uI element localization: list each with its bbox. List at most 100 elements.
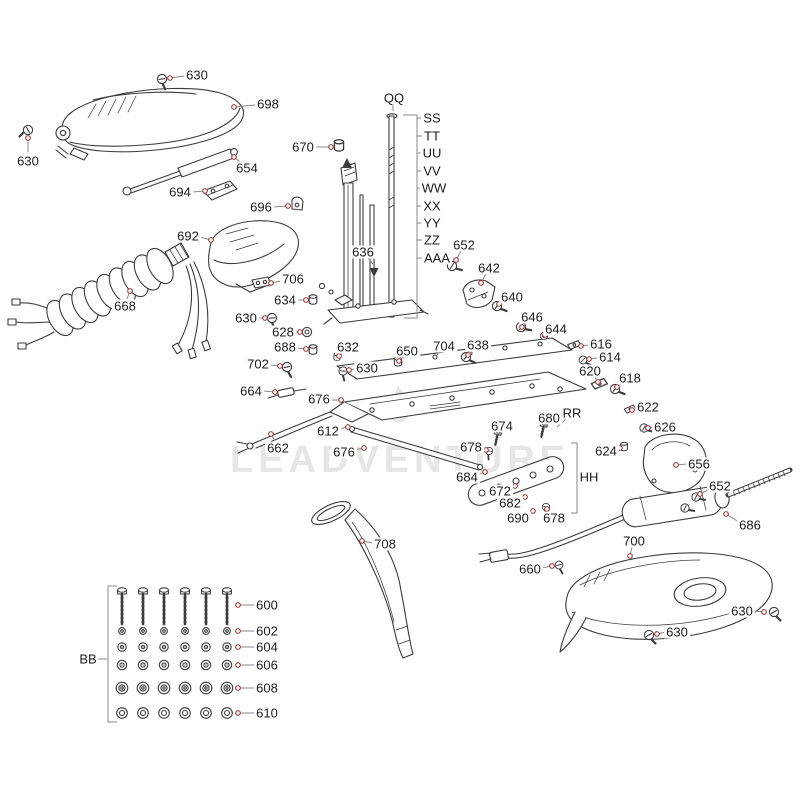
callout-638[interactable]: 638 bbox=[465, 337, 491, 353]
callout-646[interactable]: 646 bbox=[519, 309, 545, 325]
screw-icon bbox=[768, 606, 782, 622]
flat-washer-large-icon bbox=[221, 707, 233, 719]
callout-QQ[interactable]: QQ bbox=[381, 90, 407, 106]
callout-678[interactable]: 678 bbox=[541, 510, 567, 526]
callout-660[interactable]: 660 bbox=[517, 561, 543, 577]
bushing-icon bbox=[333, 139, 345, 152]
callout-SS[interactable]: SS bbox=[421, 110, 443, 126]
clamp-drawing bbox=[291, 196, 304, 211]
callout-618[interactable]: 618 bbox=[617, 370, 643, 386]
callout-698[interactable]: 698 bbox=[255, 96, 281, 112]
callout-ZZ[interactable]: ZZ bbox=[422, 232, 442, 248]
callout-708[interactable]: 708 bbox=[372, 536, 398, 552]
callout-YY[interactable]: YY bbox=[421, 215, 443, 231]
flange-nut-icon bbox=[220, 681, 234, 695]
callout-626[interactable]: 626 bbox=[652, 419, 678, 435]
callout-622[interactable]: 622 bbox=[635, 399, 661, 415]
callout-662[interactable]: 662 bbox=[265, 440, 291, 456]
callout-652[interactable]: 652 bbox=[451, 237, 477, 253]
callout-700[interactable]: 700 bbox=[621, 533, 647, 549]
callout-676[interactable]: 676 bbox=[331, 444, 357, 460]
callout-670[interactable]: 670 bbox=[290, 139, 316, 155]
callout-628[interactable]: 628 bbox=[270, 324, 296, 340]
callout-674[interactable]: 674 bbox=[489, 418, 515, 434]
washer-dot-icon bbox=[116, 659, 128, 671]
washer-dot-icon bbox=[137, 659, 149, 671]
screw-icon bbox=[279, 360, 296, 378]
callout-TT[interactable]: TT bbox=[422, 128, 442, 144]
callout-676[interactable]: 676 bbox=[306, 391, 332, 407]
callout-704[interactable]: 704 bbox=[431, 338, 457, 354]
head-cover-drawing bbox=[55, 87, 245, 161]
callout-694[interactable]: 694 bbox=[167, 184, 193, 200]
callout-630[interactable]: 630 bbox=[664, 624, 690, 640]
callout-634[interactable]: 634 bbox=[272, 292, 298, 308]
flat-washer-large-icon bbox=[116, 707, 128, 719]
callout-610[interactable]: 610 bbox=[254, 705, 280, 721]
flat-washer-large-icon bbox=[158, 707, 170, 719]
callout-650[interactable]: 650 bbox=[394, 343, 420, 359]
callout-640[interactable]: 640 bbox=[499, 289, 525, 305]
callout-644[interactable]: 644 bbox=[543, 321, 569, 337]
callout-630[interactable]: 630 bbox=[184, 67, 210, 83]
callout-672[interactable]: 672 bbox=[487, 483, 513, 499]
callout-UU[interactable]: UU bbox=[420, 145, 444, 161]
callout-RR[interactable]: RR bbox=[560, 405, 584, 421]
callout-612[interactable]: 612 bbox=[315, 423, 341, 439]
callout-HH[interactable]: HH bbox=[577, 469, 601, 485]
callout-XX[interactable]: XX bbox=[421, 198, 443, 214]
callout-684[interactable]: 684 bbox=[454, 469, 480, 485]
callout-642[interactable]: 642 bbox=[476, 260, 502, 276]
kit-bolt-icon bbox=[221, 586, 233, 626]
callout-BB[interactable]: BB bbox=[77, 651, 99, 667]
callout-686[interactable]: 686 bbox=[737, 517, 763, 533]
callout-692[interactable]: 692 bbox=[175, 228, 201, 244]
callout-706[interactable]: 706 bbox=[280, 271, 306, 287]
callout-602[interactable]: 602 bbox=[254, 623, 280, 639]
kit-bolt-icon bbox=[137, 586, 149, 626]
callout-620[interactable]: 620 bbox=[577, 363, 603, 379]
lower-housing-drawing bbox=[559, 552, 773, 653]
flat-washer-small-icon bbox=[160, 627, 168, 635]
callout-702[interactable]: 702 bbox=[245, 356, 271, 372]
flange-nut-icon bbox=[199, 681, 213, 695]
callout-616[interactable]: 616 bbox=[588, 336, 614, 352]
index-bracket bbox=[403, 114, 423, 319]
callout-608[interactable]: 608 bbox=[254, 680, 280, 696]
flat-washer-small-icon bbox=[139, 627, 147, 635]
mount-bracket-drawing bbox=[202, 180, 238, 201]
callout-632[interactable]: 632 bbox=[335, 339, 361, 355]
washer-icon bbox=[301, 326, 313, 338]
washer-icon bbox=[138, 642, 148, 652]
callout-630[interactable]: 630 bbox=[354, 360, 380, 376]
callout-AAA[interactable]: AAA bbox=[421, 250, 453, 266]
pivot-rod-drawing bbox=[348, 425, 484, 471]
callout-690[interactable]: 690 bbox=[505, 510, 531, 526]
callout-624[interactable]: 624 bbox=[593, 443, 619, 459]
screw-icon bbox=[18, 124, 34, 138]
callout-VV[interactable]: VV bbox=[421, 163, 443, 179]
flange-nut-icon bbox=[136, 681, 150, 695]
callout-668[interactable]: 668 bbox=[112, 298, 138, 314]
handle-lever-drawing bbox=[311, 500, 414, 659]
callout-678[interactable]: 678 bbox=[458, 439, 484, 455]
callout-630[interactable]: 630 bbox=[729, 603, 755, 619]
callout-696[interactable]: 696 bbox=[248, 199, 274, 215]
callout-600[interactable]: 600 bbox=[254, 597, 280, 613]
callout-630[interactable]: 630 bbox=[233, 310, 259, 326]
callout-652[interactable]: 652 bbox=[707, 478, 733, 494]
callout-664[interactable]: 664 bbox=[238, 383, 264, 399]
callout-604[interactable]: 604 bbox=[254, 639, 280, 655]
callout-682[interactable]: 682 bbox=[497, 495, 523, 511]
callout-636[interactable]: 636 bbox=[350, 244, 376, 260]
callout-688[interactable]: 688 bbox=[272, 339, 298, 355]
side-cover-drawing bbox=[208, 220, 300, 293]
callout-656[interactable]: 656 bbox=[686, 456, 712, 472]
flange-nut-icon bbox=[178, 681, 192, 695]
callout-630[interactable]: 630 bbox=[15, 153, 41, 169]
callout-606[interactable]: 606 bbox=[254, 657, 280, 673]
callout-614[interactable]: 614 bbox=[597, 349, 623, 365]
callout-680[interactable]: 680 bbox=[536, 410, 562, 426]
callout-WW[interactable]: WW bbox=[419, 180, 449, 196]
callout-654[interactable]: 654 bbox=[234, 160, 260, 176]
